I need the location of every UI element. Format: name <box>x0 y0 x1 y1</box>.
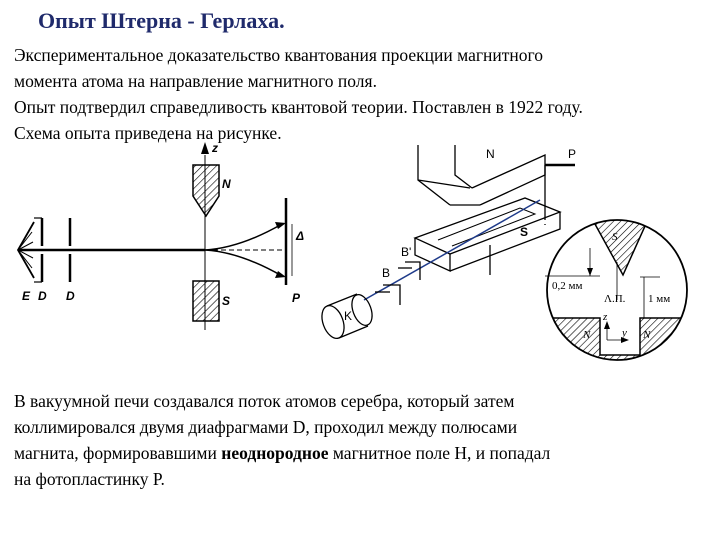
description-line: магнита, формировавшими неоднородное маг… <box>14 440 714 466</box>
intro-line: момента атома на направление магнитного … <box>14 71 377 91</box>
z-arrow-icon <box>201 142 209 154</box>
beam-up <box>204 223 283 251</box>
label-right-z: z <box>602 311 608 323</box>
label-b: B <box>382 266 390 280</box>
left-schematic: z N S P Δ E D <box>16 141 304 330</box>
description-text: магнитное поле Н, и попадал <box>328 443 551 463</box>
center-schematic <box>321 145 575 339</box>
label-n: N <box>222 177 231 191</box>
label-center-s: S <box>520 225 528 239</box>
south-magnet-top <box>413 197 562 255</box>
label-right-n: N <box>582 329 591 341</box>
north-magnet-outline <box>417 145 451 206</box>
intro-line: Схема опыта приведена на рисунке. <box>14 123 282 143</box>
beam-down <box>204 249 283 277</box>
label-right-y: y <box>621 327 627 339</box>
label-lp: Λ.Π. <box>604 293 626 305</box>
label-d1: D <box>38 289 47 303</box>
south-pole-piece <box>192 280 220 322</box>
label-e: E <box>22 289 31 303</box>
description-line: В вакуумной печи создавался поток атомов… <box>14 391 515 411</box>
page-title: Опыт Штерна - Герлаха. <box>38 8 285 33</box>
label-center-p: P <box>568 147 576 161</box>
description-line: на фотопластинку Р. <box>14 469 165 489</box>
beam-arrow-icon <box>275 271 286 278</box>
label-center-n: N <box>486 147 495 161</box>
label-b-prime: B' <box>401 245 411 259</box>
diaphragm-b-prime <box>405 261 421 280</box>
label-s: S <box>222 294 230 308</box>
label-gap: 0,2 мм <box>552 280 582 292</box>
label-p: P <box>292 291 301 305</box>
description-text: магнита, формировавшими <box>14 443 222 463</box>
beam-arrow-icon <box>275 222 286 229</box>
label-z: z <box>211 141 218 155</box>
description-paragraph: В вакуумной печи создавался поток атомов… <box>14 388 714 492</box>
description-line: коллимировался двумя диафрагмами D, прох… <box>14 417 518 437</box>
label-k: K <box>344 309 352 323</box>
intro-paragraph: Экспериментальное доказательство квантов… <box>14 42 714 146</box>
diaphragm-b <box>383 284 401 305</box>
north-pole-piece <box>192 164 220 218</box>
label-right-s: S <box>612 231 618 243</box>
label-right-n2: N <box>642 329 651 341</box>
intro-line: Опыт подтвердил справедливость квантовой… <box>14 97 583 117</box>
label-delta: Δ <box>295 229 304 243</box>
label-1mm: 1 мм <box>648 293 670 305</box>
center-beam <box>363 199 541 301</box>
intro-line: Экспериментальное доказательство квантов… <box>14 45 543 65</box>
description-emphasis: неоднородное <box>221 443 329 463</box>
label-d2: D <box>66 289 75 303</box>
